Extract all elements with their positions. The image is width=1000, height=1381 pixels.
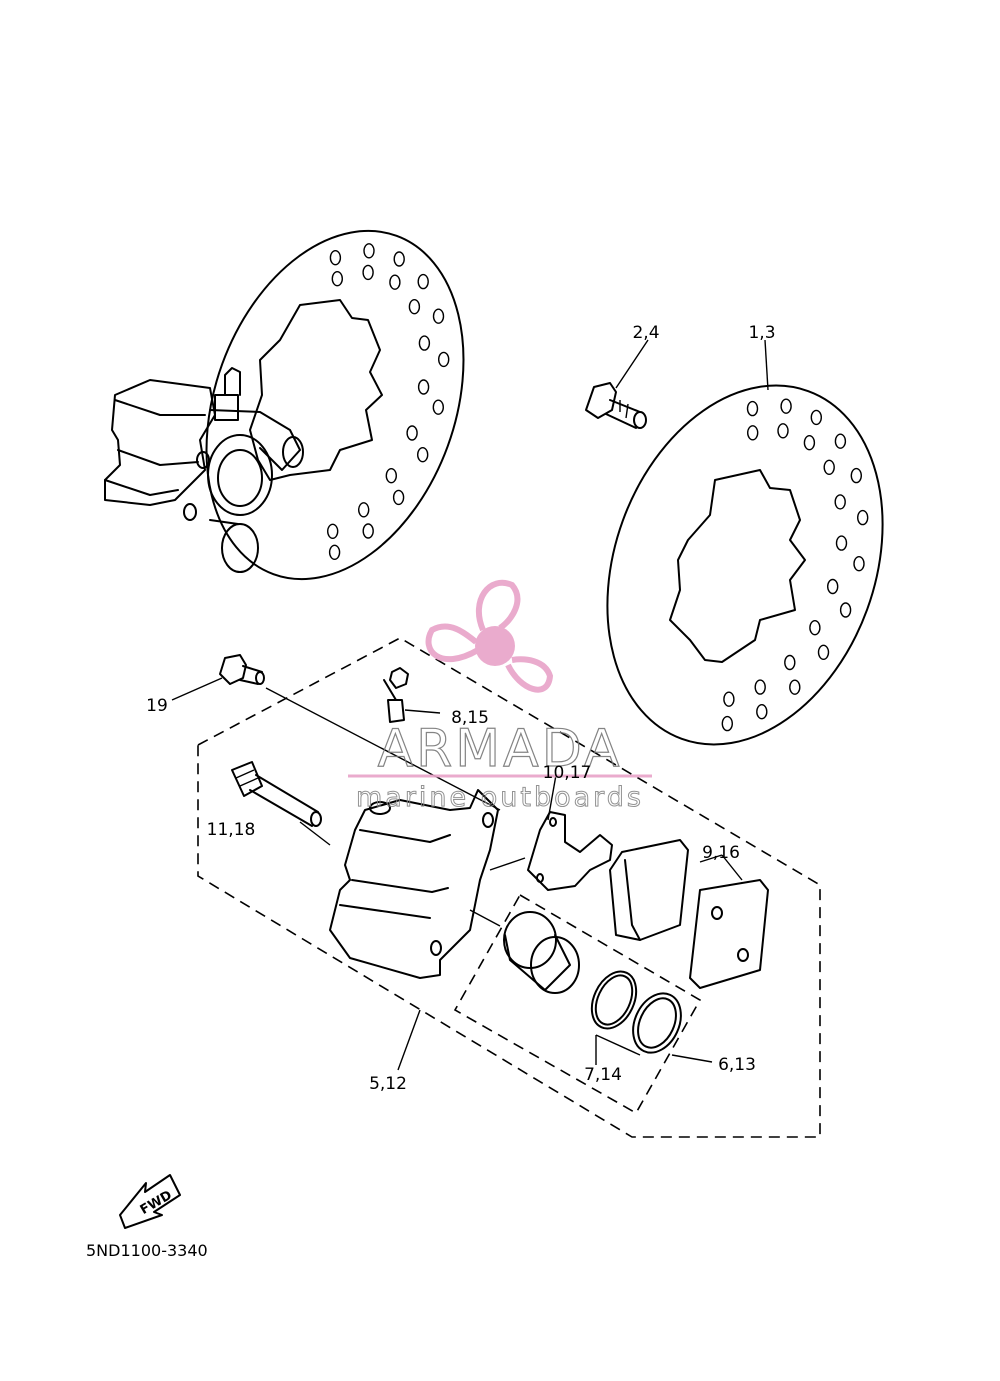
brake-disc xyxy=(606,384,884,746)
disc-hole xyxy=(432,399,444,415)
disc-hole xyxy=(385,468,397,484)
disc-hole xyxy=(780,398,792,414)
assembly-outline xyxy=(197,637,821,1138)
disc-hole xyxy=(747,425,759,441)
label-bolt: 2,4 xyxy=(632,323,659,343)
disc-hole xyxy=(406,425,418,441)
assembled-brake-disc xyxy=(205,229,465,581)
disc-hole xyxy=(329,250,342,266)
disc-hole xyxy=(362,523,374,539)
disc-hole xyxy=(857,509,869,526)
disc-hole xyxy=(817,644,830,660)
disc-hole xyxy=(417,379,430,395)
disc-hole xyxy=(809,620,821,636)
disc-hole xyxy=(393,251,405,267)
caliper-bolt xyxy=(219,654,265,685)
disc-hole xyxy=(754,679,766,695)
disc-hole xyxy=(823,459,835,475)
disc-hole xyxy=(777,423,789,439)
disc-hole xyxy=(835,535,848,551)
disc-bolt xyxy=(585,382,647,429)
bleeder-screw xyxy=(383,667,409,723)
label-bleeder: 8,15 xyxy=(451,708,489,728)
piston-seals xyxy=(590,970,682,1054)
disc-hole xyxy=(756,704,768,720)
disc-hole xyxy=(418,335,431,351)
disc-hole xyxy=(839,602,852,618)
disc-hole xyxy=(853,556,865,572)
disc-hole xyxy=(392,489,405,506)
disc-hole xyxy=(438,351,450,368)
slide-pin xyxy=(231,761,322,827)
disc-hole xyxy=(834,433,847,449)
label-piston-kit: 6,13 xyxy=(718,1055,756,1075)
disc-hole xyxy=(358,502,370,518)
label-caliper-bolt: 19 xyxy=(146,696,168,716)
watermark-tagline: marine outboards xyxy=(356,782,644,813)
disc-hole xyxy=(417,447,429,463)
diagram-code: 5ND1100-3340 xyxy=(86,1241,208,1260)
disc-hole xyxy=(417,273,429,290)
pad-spring xyxy=(527,811,613,891)
label-pads: 9,16 xyxy=(702,843,740,863)
disc-hole xyxy=(327,523,339,539)
disc-hole xyxy=(389,274,401,290)
forward-arrow-icon: FWD xyxy=(119,1174,181,1229)
caliper-piston xyxy=(503,911,580,994)
disc-hole xyxy=(746,400,759,417)
label-caliper-assy: 5,12 xyxy=(369,1074,407,1094)
disc-hole xyxy=(363,243,375,259)
disc-hole xyxy=(721,715,733,732)
disc-hole xyxy=(362,264,374,281)
assembled-brake-caliper xyxy=(104,367,304,573)
disc-hole xyxy=(331,271,343,287)
disc-hole xyxy=(810,409,822,426)
propeller-logo-icon xyxy=(425,579,554,693)
label-pad-spring: 10,17 xyxy=(543,763,592,783)
disc-hole xyxy=(803,435,816,451)
brake-pads xyxy=(609,839,769,989)
disc-hole xyxy=(408,299,421,315)
watermark-brand: ARMADA xyxy=(378,719,623,779)
disc-hole xyxy=(723,691,735,707)
callout-labels: 2,4 1,3 19 8,15 10,17 11,18 9,16 5,12 7,… xyxy=(146,323,775,1094)
label-seal-kit: 7,14 xyxy=(584,1065,622,1085)
disc-hole xyxy=(328,544,341,560)
disc-hole xyxy=(850,467,862,484)
disc-hole xyxy=(432,308,445,324)
label-slide-pin: 11,18 xyxy=(207,820,256,840)
disc-hole xyxy=(834,494,846,510)
disc-hole xyxy=(789,679,801,695)
disc-hole xyxy=(784,654,796,671)
disc-hole xyxy=(827,578,839,595)
label-disc: 1,3 xyxy=(748,323,775,343)
armada-watermark: ARMADA marine outboards xyxy=(348,579,652,814)
caliper-body xyxy=(329,789,499,979)
